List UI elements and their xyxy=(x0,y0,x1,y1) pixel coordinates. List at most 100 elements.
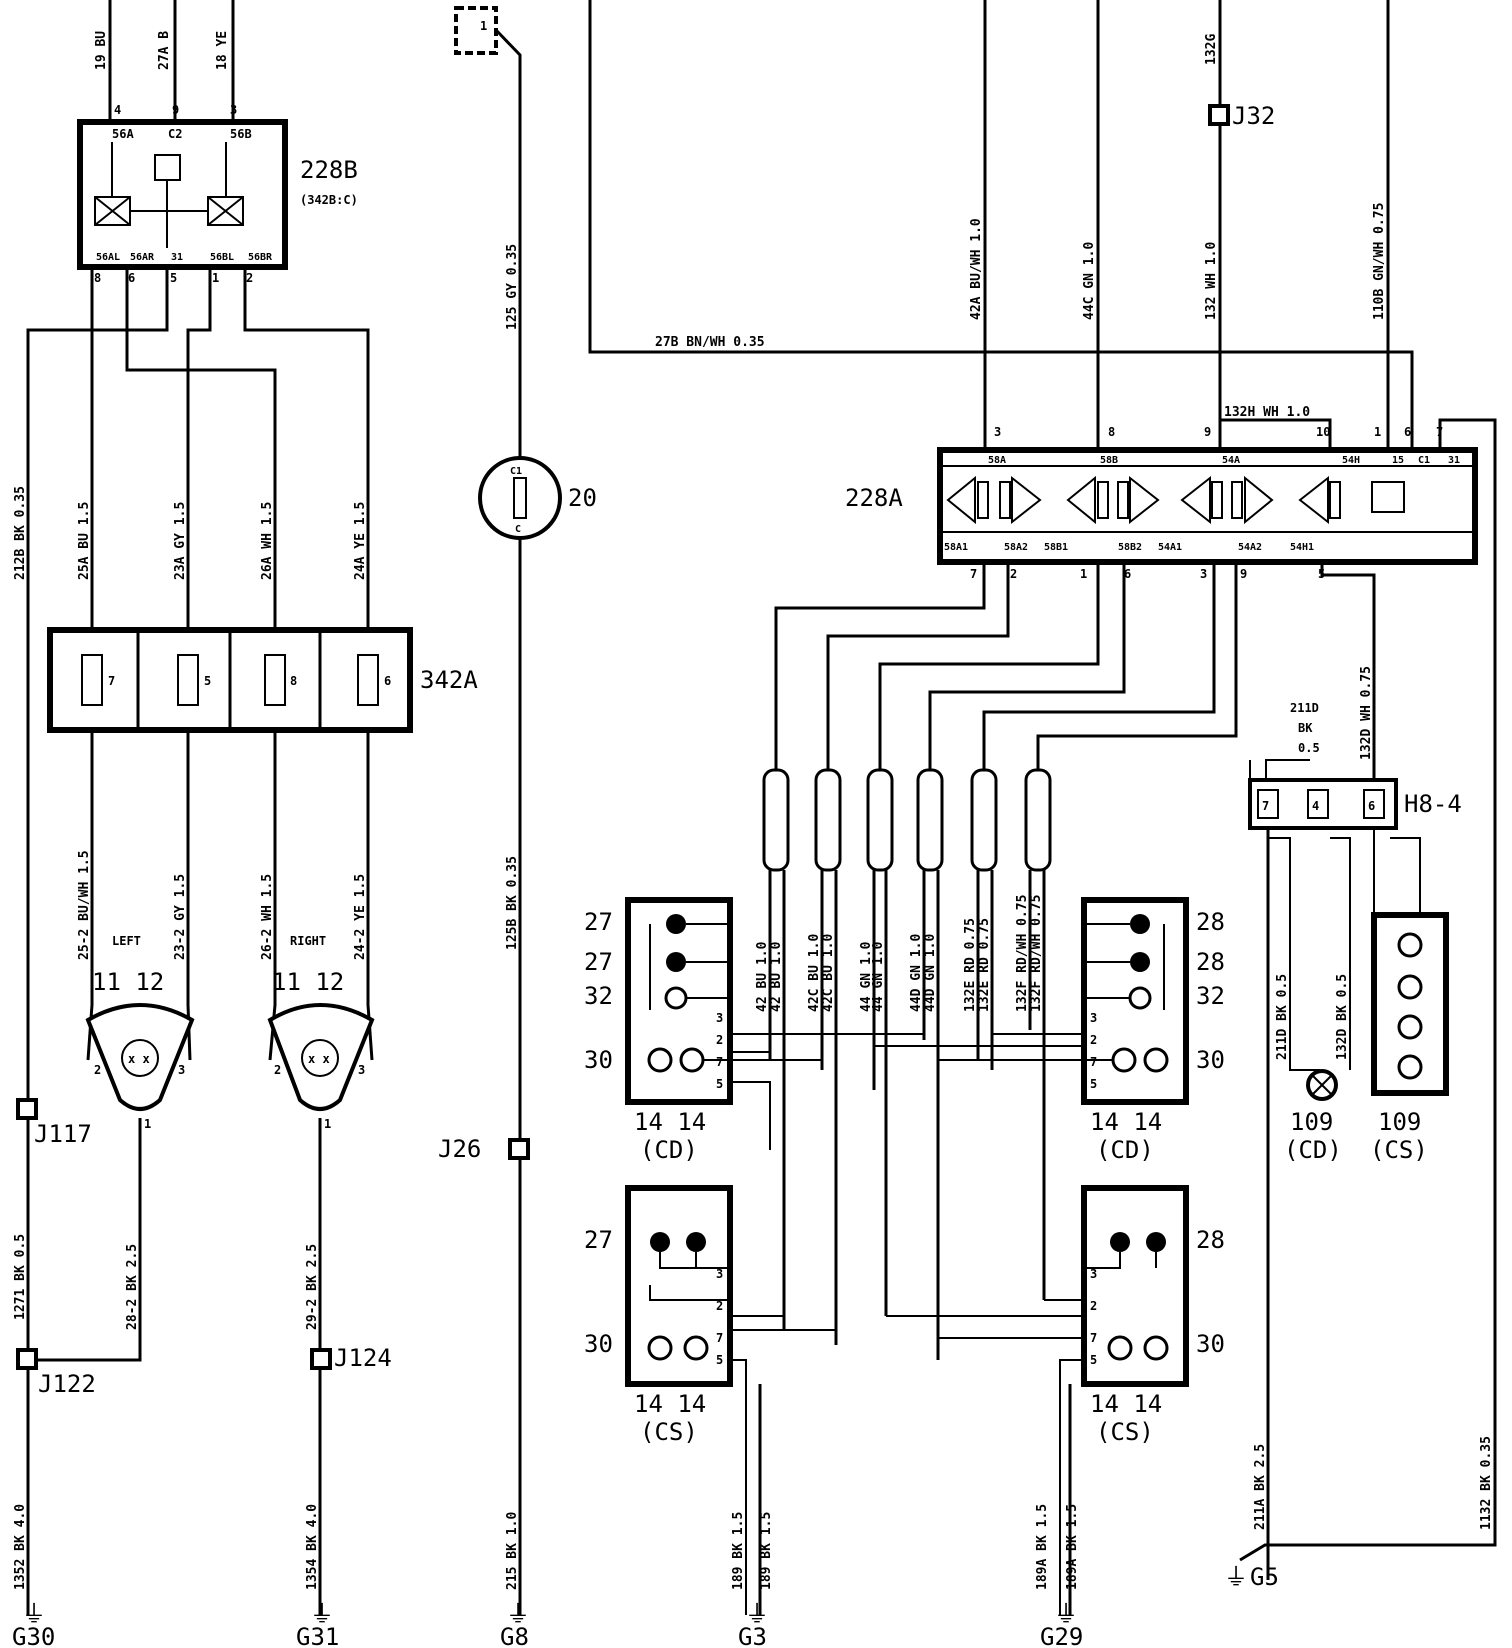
label-30: 30 xyxy=(1196,1046,1225,1074)
rear-cd-right-ids: 14 14 xyxy=(1090,1108,1162,1136)
pin-name-31: 31 xyxy=(171,252,183,263)
label-g31: G31 xyxy=(296,1623,339,1648)
wire-label-42c: 42C BU 1.0 xyxy=(807,934,822,1012)
pin-1: 1 xyxy=(324,1117,331,1131)
ground-icon: ⏚ xyxy=(1054,1600,1078,1628)
bulb-icon xyxy=(1143,1335,1169,1361)
bulb-icon xyxy=(1130,914,1150,934)
pin-name-15: 15 xyxy=(1392,455,1404,466)
wire-label-211d-size: 0.5 xyxy=(1298,741,1320,755)
wire-label-132g: 132G xyxy=(1204,34,1219,65)
harness-bundle xyxy=(762,768,1052,872)
pin-2: 2 xyxy=(274,1063,281,1077)
pin-c: C xyxy=(515,524,521,535)
pin-5: 5 xyxy=(716,1353,723,1367)
pin-7: 7 xyxy=(716,1055,723,1069)
pin-6: 6 xyxy=(1368,799,1375,813)
ground-icon: ⏚ xyxy=(22,1600,46,1628)
label-h8-4: H8-4 xyxy=(1404,790,1462,818)
wire-label-44c: 44C GN 1.0 xyxy=(1082,242,1097,320)
wire-label-1271: 1271 BK 0.5 xyxy=(13,1234,28,1320)
fuse-7: 7 xyxy=(108,674,115,688)
fuse-icon xyxy=(357,654,379,706)
relay-module-icon xyxy=(946,475,1042,525)
rear-cs-right-variant: (CS) xyxy=(1096,1418,1154,1446)
label-g3: G3 xyxy=(738,1623,767,1648)
wire-label-24-2: 24-2 YE 1.5 xyxy=(353,874,368,960)
wire-label-132: 132 WH 1.0 xyxy=(1204,242,1219,320)
wire-label-189a2: 189A BK 1.5 xyxy=(1065,1504,1080,1590)
wire-label-42a: 42A BU/WH 1.0 xyxy=(969,218,984,320)
label-g8: G8 xyxy=(500,1623,529,1648)
wire-label-26a: 26A WH 1.5 xyxy=(260,502,275,580)
pin-c1: C1 xyxy=(510,466,522,477)
wire-label-1354: 1354 BK 4.0 xyxy=(305,1504,320,1590)
wire-label-44: 44 GN 1.0 xyxy=(859,941,874,1012)
bulb-icon xyxy=(683,1335,709,1361)
bulb-icon xyxy=(1128,986,1152,1010)
fuse-icon xyxy=(177,654,199,706)
pin-3: 3 xyxy=(1090,1267,1097,1281)
label-30: 30 xyxy=(584,1046,613,1074)
wire-label-44d2: 44D GN 1.0 xyxy=(923,934,938,1012)
pin-1: 1 xyxy=(212,271,219,285)
relay-228a xyxy=(937,447,1478,565)
plate-lamp-cs-variant: (CS) xyxy=(1370,1136,1428,1164)
pin-7: 7 xyxy=(1262,799,1269,813)
plate-lamp-cs-id: 109 xyxy=(1378,1108,1421,1136)
bulb-icon xyxy=(686,1232,706,1252)
pin-name-58a2: 58A2 xyxy=(1004,542,1028,553)
pin-name-c1: C1 xyxy=(1418,455,1430,466)
relay-module-icon xyxy=(1298,475,1341,525)
headlamp-right-icon xyxy=(267,1003,375,1111)
splice-j122 xyxy=(16,1348,38,1370)
wire-label-110b: 110B GN/WH 0.75 xyxy=(1372,203,1387,320)
bulb-icon xyxy=(1111,1047,1137,1073)
pin-4: 4 xyxy=(114,103,121,117)
bulb-icon xyxy=(666,952,686,972)
headlamp-left-icon xyxy=(85,1003,195,1111)
wire-label-132d-b: 132D BK 0.5 xyxy=(1335,974,1350,1060)
wire-label-23-2: 23-2 GY 1.5 xyxy=(173,874,188,960)
pin-7: 7 xyxy=(1436,425,1443,439)
wire-label-132d-top: 132D WH 0.75 xyxy=(1359,666,1374,760)
fuse-icon xyxy=(81,654,103,706)
pin-name-54h: 54H xyxy=(1342,455,1360,466)
pin-9: 9 xyxy=(1204,425,1211,439)
label-right: RIGHT xyxy=(290,934,326,948)
splice-j32 xyxy=(1208,104,1230,126)
label-j122: J122 xyxy=(38,1370,96,1398)
fuse-5: 5 xyxy=(204,674,211,688)
pin-name-54h1: 54H1 xyxy=(1290,542,1314,553)
pin-6: 6 xyxy=(1124,567,1131,581)
wire-label-25a: 25A BU 1.5 xyxy=(77,502,92,580)
label-30: 30 xyxy=(584,1330,613,1358)
wire-label-19-bu: 19 BU xyxy=(94,31,109,70)
headlamp-left-ids: 11 12 xyxy=(92,968,164,996)
pin-name-58a1: 58A1 xyxy=(944,542,968,553)
pin-name-c2: C2 xyxy=(168,127,182,141)
pin-2: 2 xyxy=(716,1299,723,1313)
wire-label-28-2: 28-2 BK 2.5 xyxy=(125,1244,140,1330)
rear-cs-right-ids: 14 14 xyxy=(1090,1390,1162,1418)
bulb-icon xyxy=(1110,1232,1130,1252)
plate-lamp-cd-variant: (CD) xyxy=(1284,1136,1342,1164)
relay-module-icon xyxy=(1066,475,1160,525)
wire-label-29-2: 29-2 BK 2.5 xyxy=(305,1244,320,1330)
label-32: 32 xyxy=(584,982,613,1010)
pin-name-56br: 56BR xyxy=(248,252,273,263)
pin-5: 5 xyxy=(716,1077,723,1091)
rear-cs-left-variant: (CS) xyxy=(640,1418,698,1446)
plate-lamp-cd-id: 109 xyxy=(1290,1108,1333,1136)
label-g29: G29 xyxy=(1040,1623,1083,1648)
pin-6: 6 xyxy=(1404,425,1411,439)
ground-icon: ⏚ xyxy=(1224,1563,1248,1591)
pin-name-54a1: 54A1 xyxy=(1158,542,1182,553)
wire-label-25-2: 25-2 BU/WH 1.5 xyxy=(77,850,92,960)
pin-2: 2 xyxy=(246,271,253,285)
pin-9: 9 xyxy=(1240,567,1247,581)
pin-3: 3 xyxy=(716,1011,723,1025)
pin-7: 7 xyxy=(1090,1331,1097,1345)
splice-j117 xyxy=(16,1098,38,1120)
wire-label-132f: 132F RD/WH 0.75 xyxy=(1015,895,1030,1012)
